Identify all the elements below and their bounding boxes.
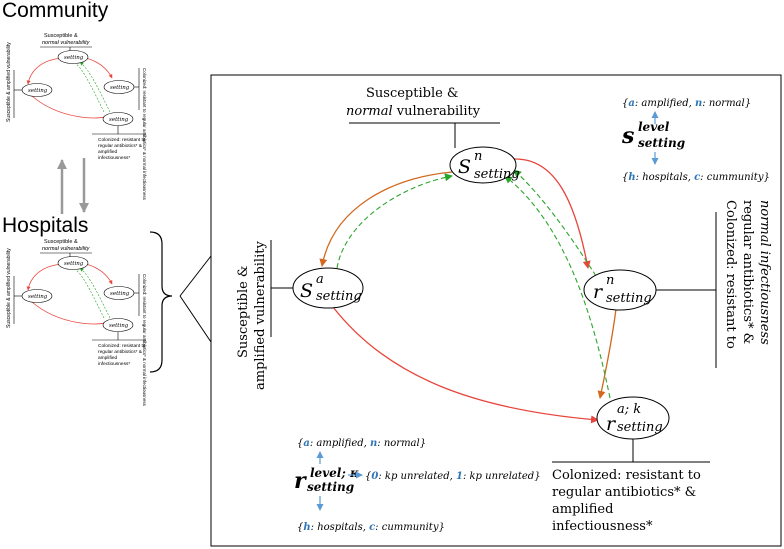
label-susceptible-normal: Susceptible & normal vulnerability xyxy=(346,86,500,148)
svg-text:{a: amplified, n: normal}: {a: amplified, n: normal} xyxy=(622,98,751,109)
svg-text:amplified: amplified xyxy=(552,502,613,517)
svg-text:normal vulnerability: normal vulnerability xyxy=(42,246,91,252)
svg-text:setting: setting xyxy=(109,117,129,123)
svg-text:setting: setting xyxy=(28,294,48,300)
svg-text:Colonized: resistant to: Colonized: resistant to xyxy=(98,343,146,349)
svg-text:Colonized: resistant to: Colonized: resistant to xyxy=(552,468,701,483)
svg-text:infectiousness*: infectiousness* xyxy=(98,361,130,367)
svg-text:a; k: a; k xyxy=(617,402,641,417)
svg-text:setting: setting xyxy=(638,136,685,150)
svg-text:setting: setting xyxy=(474,167,520,182)
svg-text:regular antibiotics* &: regular antibiotics* & xyxy=(98,349,143,355)
svg-text:regular antibiotics* &: regular antibiotics* & xyxy=(552,485,696,500)
hospitals-title: Hospitals xyxy=(2,214,88,237)
arrow-s-amplified-to-s-normal-recovery xyxy=(336,173,453,269)
svg-text:Colonized: resistant to: Colonized: resistant to xyxy=(723,200,738,349)
svg-text:Susceptible &: Susceptible & xyxy=(44,239,78,245)
svg-text:n: n xyxy=(606,273,614,288)
svg-text:amplified: amplified xyxy=(98,149,118,155)
mini-s-normal-node xyxy=(57,50,89,64)
svg-text:level; κ: level; κ xyxy=(310,466,359,480)
label-colonized-amplified: Colonized: resistant to regular antibiot… xyxy=(552,439,710,534)
arrow-s-normal-to-r-normal xyxy=(513,158,591,269)
arrow-r-normal-to-r-amplified xyxy=(597,308,617,399)
mini-r-amplified-node xyxy=(102,112,134,126)
node-r-normal: r n setting xyxy=(583,269,657,311)
legend-s-notation: {a: amplified, n: normal} s level settin… xyxy=(621,98,770,183)
mini-susceptible-amplified-label: Susceptible & amplified vulnerability xyxy=(6,42,12,122)
mini-susceptible-normal-label-2: normal vulnerability xyxy=(42,40,91,46)
svg-text:level: level xyxy=(638,120,670,134)
label-colonized-normal: Colonized: resistant to regular antibiot… xyxy=(656,200,772,368)
svg-text:setting: setting xyxy=(307,480,354,494)
community-mini-diagram: Susceptible & normal vulnerability setti… xyxy=(6,33,147,201)
svg-text:{h: hospitals, c: cummunity}: {h: hospitals, c: cummunity} xyxy=(622,172,770,183)
svg-text:Colonized: resistant to: Colonized: resistant to xyxy=(98,137,146,143)
zoom-line-bottom xyxy=(179,295,212,343)
svg-text:r: r xyxy=(606,413,617,435)
svg-text:setting: setting xyxy=(28,88,48,94)
svg-text:Susceptible &: Susceptible & xyxy=(366,86,459,101)
svg-text:setting: setting xyxy=(110,85,130,91)
svg-text:amplified: amplified xyxy=(98,355,118,361)
svg-text:setting: setting xyxy=(316,289,362,304)
svg-text:setting: setting xyxy=(110,291,130,297)
svg-text:normal infectiousness: normal infectiousness xyxy=(757,200,772,345)
zoom-line-top xyxy=(179,255,212,297)
svg-text:setting: setting xyxy=(64,261,84,267)
detail-box xyxy=(210,74,782,547)
node-r-amplified: r a; k setting xyxy=(596,396,670,440)
svg-text:setting: setting xyxy=(617,420,663,435)
arrow-s-amplified-to-r-amplified xyxy=(332,306,599,424)
svg-text:r: r xyxy=(593,281,604,303)
svg-text:normal vulnerability: normal vulnerability xyxy=(346,104,481,119)
svg-text:{h: hospitals, c: cummunity}: {h: hospitals, c: cummunity} xyxy=(297,522,445,533)
svg-text:setting: setting xyxy=(606,291,652,306)
svg-text:Susceptible &: Susceptible & xyxy=(236,265,251,358)
node-s-normal: S n setting xyxy=(449,146,520,184)
svg-text:n: n xyxy=(474,149,482,164)
svg-text:S: S xyxy=(458,156,471,178)
hospital-brace xyxy=(149,231,173,373)
svg-text:S: S xyxy=(300,280,313,302)
svg-text:regular antibiotics* &: regular antibiotics* & xyxy=(98,143,143,149)
svg-text:infectiousness*: infectiousness* xyxy=(98,155,130,161)
svg-text:regular antibiotics* &: regular antibiotics* & xyxy=(740,200,755,344)
svg-text:s: s xyxy=(621,123,634,149)
svg-text:r: r xyxy=(294,468,307,494)
arrow-r-amplified-to-s-normal-recovery xyxy=(504,175,611,399)
svg-text:setting: setting xyxy=(109,323,129,329)
arrow-r-normal-to-s-normal-recovery xyxy=(513,169,597,277)
svg-text:{0: kp unrelated, 1: kp unre: {0: kp unrelated, 1: kp unrelated} xyxy=(365,471,541,482)
label-susceptible-amplified: Susceptible & amplified vulnerability xyxy=(236,240,293,390)
hospitals-mini-diagram: Susceptible & normal vulnerability setti… xyxy=(6,239,147,407)
svg-text:amplified vulnerability: amplified vulnerability xyxy=(253,241,268,390)
svg-text:Susceptible & amplified vulner: Susceptible & amplified vulnerability xyxy=(6,248,12,328)
node-s-amplified: S a setting xyxy=(292,267,364,309)
svg-text:a: a xyxy=(316,272,324,287)
svg-text:{a: amplified, n: normal}: {a: amplified, n: normal} xyxy=(297,438,426,449)
legend-r-notation: {a: amplified, n: normal} r level; κ set… xyxy=(294,438,541,533)
arrow-s-normal-to-s-amplified xyxy=(319,171,453,267)
svg-text:setting: setting xyxy=(64,55,84,61)
svg-text:infectiousness*: infectiousness* xyxy=(552,519,653,534)
community-title: Community xyxy=(2,0,109,22)
mini-susceptible-normal-label: Susceptible & xyxy=(44,33,78,39)
